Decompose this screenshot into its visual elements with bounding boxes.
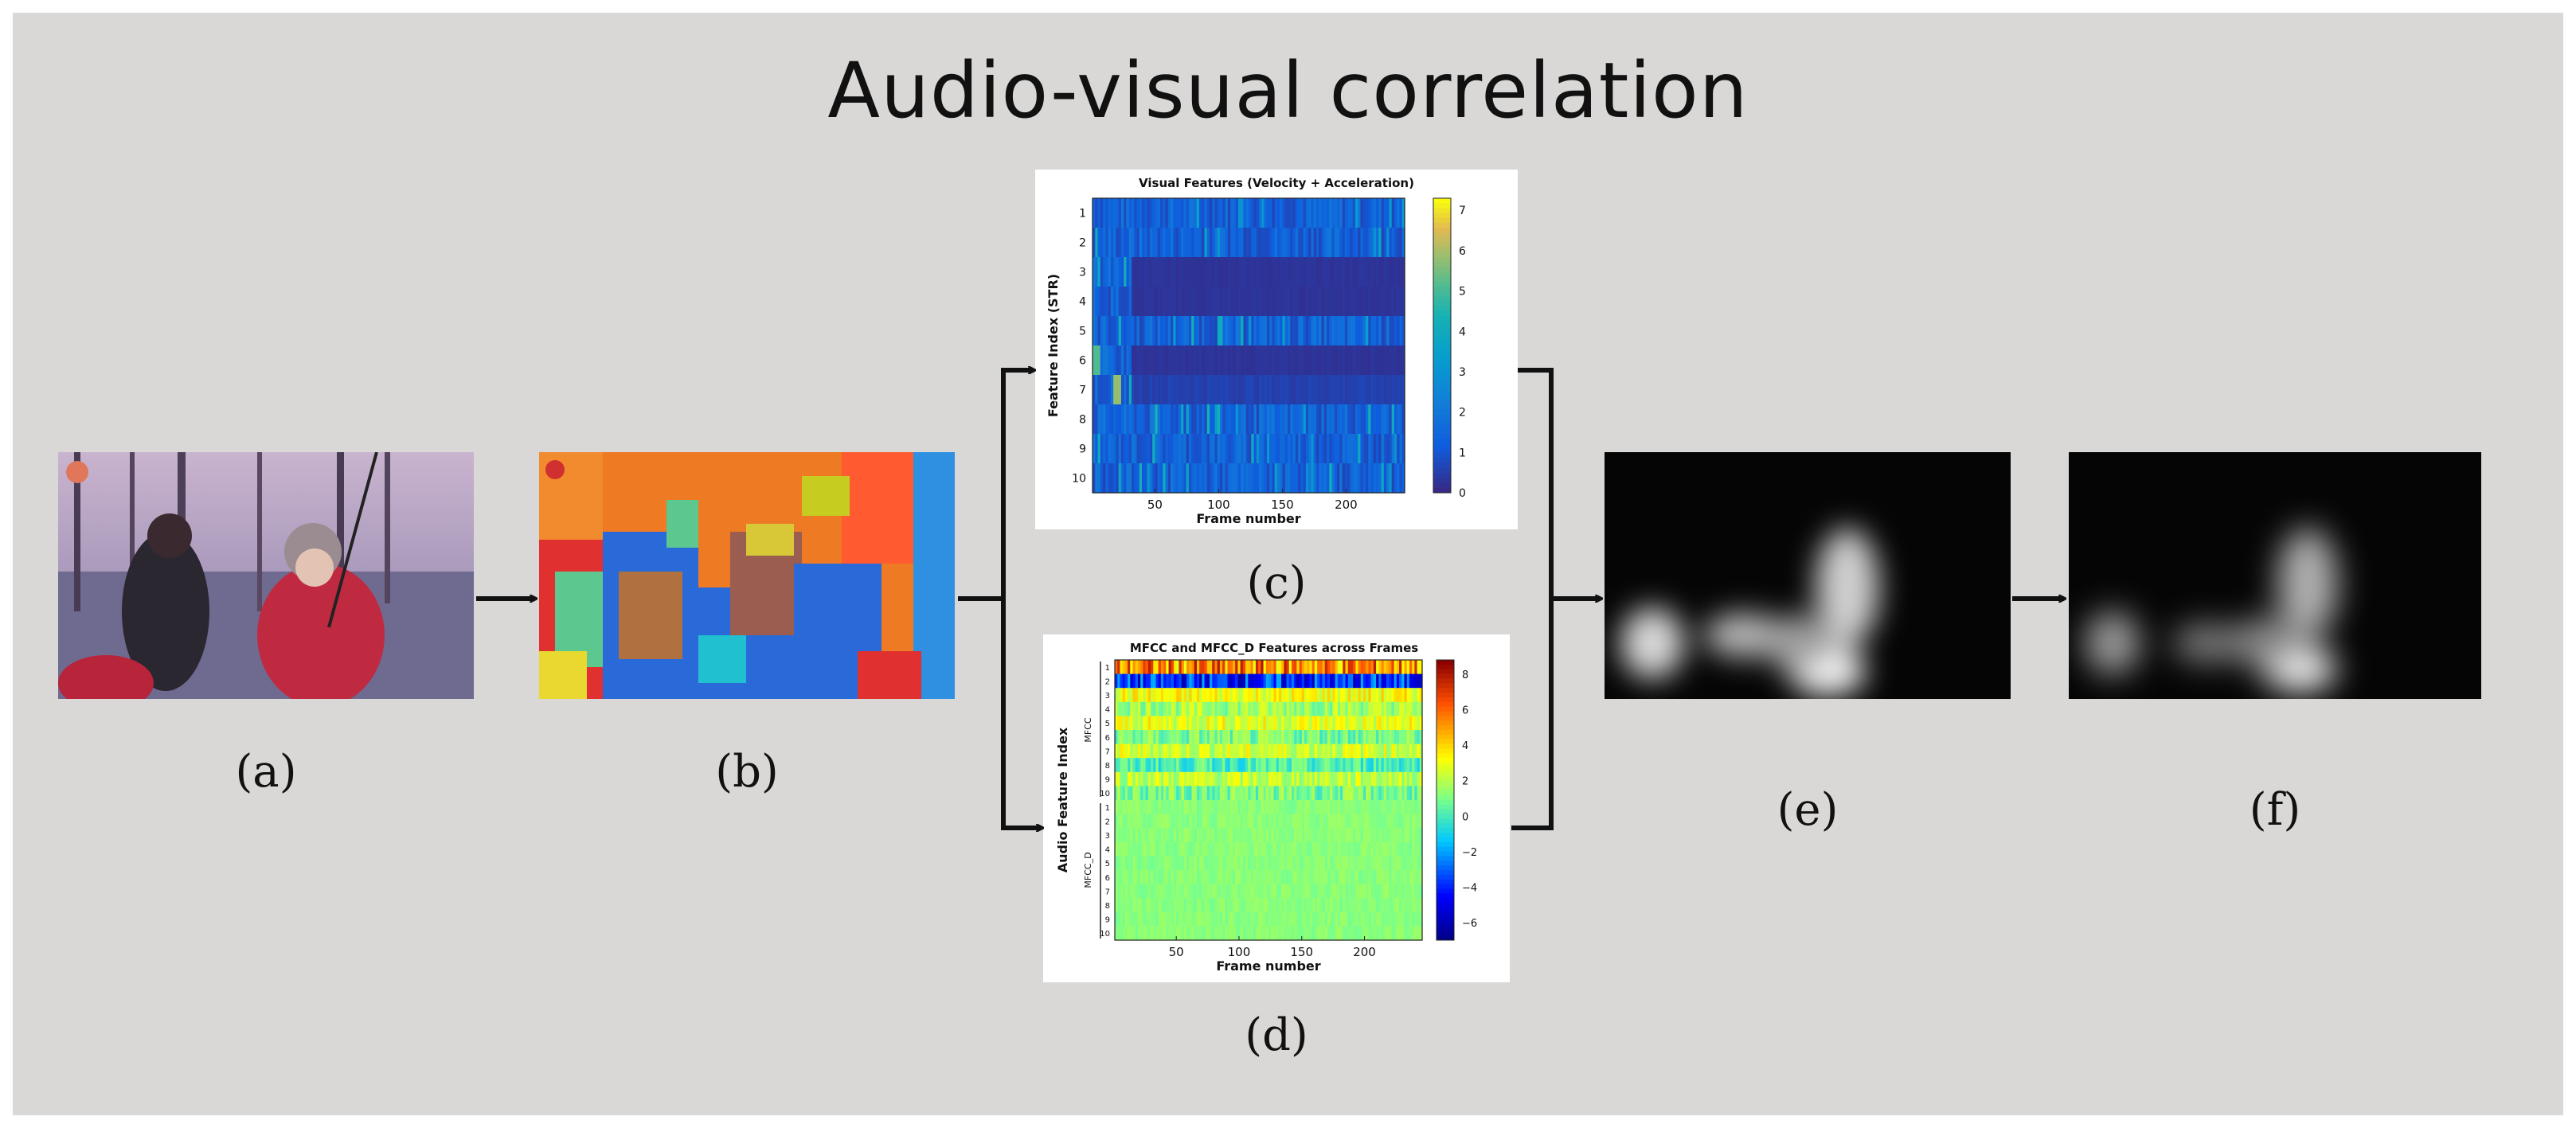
audio-y-tick: 2 bbox=[1105, 818, 1110, 826]
visual-colorbar-tick: 2 bbox=[1459, 407, 1466, 420]
visual-colorbar-tick: 7 bbox=[1459, 205, 1466, 217]
audio-y-tick: 1 bbox=[1105, 804, 1110, 813]
label-e: (e) bbox=[1777, 784, 1839, 836]
visual-x-tick: 50 bbox=[1147, 498, 1163, 512]
audio-y-tick: 3 bbox=[1105, 692, 1110, 701]
input-frame-image bbox=[58, 452, 474, 699]
audio-colorbar-tick: 8 bbox=[1462, 669, 1468, 681]
mfcc-group-label: MFCC bbox=[1083, 717, 1093, 742]
audio-y-tick: 10 bbox=[1100, 930, 1110, 939]
audio-x-tick: 150 bbox=[1290, 945, 1313, 959]
visual-x-tick: 100 bbox=[1207, 498, 1230, 512]
visual-x-tick: 200 bbox=[1335, 498, 1358, 512]
visual-plot-title: Visual Features (Velocity + Acceleration… bbox=[1139, 176, 1414, 190]
visual-y-label: Feature Index (STR) bbox=[1046, 274, 1061, 417]
audio-y-tick: 8 bbox=[1105, 902, 1110, 911]
figure-title: Audio-visual correlation bbox=[827, 46, 1749, 135]
label-b: (b) bbox=[715, 746, 779, 798]
visual-colorbar-tick: 4 bbox=[1459, 326, 1466, 338]
audio-y-tick: 4 bbox=[1105, 706, 1110, 715]
label-f: (f) bbox=[2249, 784, 2301, 836]
visual-features-plot: Visual Features (Velocity + Acceleration… bbox=[1035, 170, 1518, 529]
audio-y-tick: 7 bbox=[1105, 888, 1110, 896]
visual-y-tick: 2 bbox=[1079, 237, 1086, 250]
visual-y-tick: 9 bbox=[1079, 443, 1086, 456]
correlation-map-image bbox=[1605, 452, 2011, 699]
audio-colorbar bbox=[1437, 660, 1454, 941]
visual-colorbar-tick: 3 bbox=[1459, 366, 1466, 379]
audio-y-label: Audio Feature Index bbox=[1055, 727, 1070, 872]
segmentation-map-image bbox=[539, 452, 955, 699]
audio-x-tick: 50 bbox=[1169, 945, 1184, 959]
visual-y-tick: 1 bbox=[1079, 208, 1086, 221]
label-d: (d) bbox=[1245, 1009, 1308, 1061]
audio-y-tick: 9 bbox=[1105, 916, 1110, 925]
audio-x-label: Frame number bbox=[1216, 958, 1320, 974]
visual-heatmap-cells bbox=[1093, 198, 1405, 494]
label-a: (a) bbox=[235, 746, 297, 798]
audio-y-tick: 6 bbox=[1105, 874, 1110, 883]
audio-colorbar-tick: 4 bbox=[1462, 740, 1468, 752]
audio-y-tick: 3 bbox=[1105, 832, 1110, 841]
visual-y-tick: 10 bbox=[1072, 473, 1086, 486]
audio-y-tick: 5 bbox=[1105, 860, 1110, 868]
visual-y-tick: 6 bbox=[1079, 355, 1086, 368]
visual-colorbar-tick: 1 bbox=[1459, 447, 1466, 459]
visual-x-tick: 150 bbox=[1271, 498, 1294, 512]
visual-y-tick: 3 bbox=[1079, 267, 1086, 279]
audio-plot-title: MFCC and MFCC_D Features across Frames bbox=[1130, 641, 1418, 655]
refined-saliency-image bbox=[2069, 452, 2481, 699]
audio-y-tick: 4 bbox=[1105, 846, 1110, 855]
visual-colorbar-tick: 5 bbox=[1459, 286, 1466, 299]
audio-y-tick: 10 bbox=[1100, 790, 1110, 798]
visual-y-tick: 8 bbox=[1079, 414, 1086, 427]
audio-colorbar-tick: −4 bbox=[1462, 882, 1477, 894]
audio-y-tick: 6 bbox=[1105, 734, 1110, 743]
visual-y-tick: 5 bbox=[1079, 326, 1086, 338]
audio-colorbar-tick: 6 bbox=[1462, 705, 1468, 717]
audio-y-tick: 8 bbox=[1105, 762, 1110, 771]
audio-colorbar-tick: 2 bbox=[1462, 776, 1468, 788]
audio-colorbar-tick: 0 bbox=[1462, 811, 1468, 823]
audio-y-tick: 1 bbox=[1105, 664, 1110, 673]
audio-features-plot: MFCC and MFCC_D Features across Frames 1 2… bbox=[1043, 634, 1510, 982]
audio-colorbar-tick: −2 bbox=[1462, 847, 1477, 859]
visual-colorbar bbox=[1433, 198, 1451, 494]
visual-y-tick: 4 bbox=[1079, 296, 1086, 309]
label-c: (c) bbox=[1246, 557, 1307, 609]
audio-y-tick: 7 bbox=[1105, 747, 1110, 756]
audio-y-tick: 2 bbox=[1105, 677, 1110, 686]
visual-x-label: Frame number bbox=[1196, 511, 1300, 526]
audio-x-tick: 100 bbox=[1228, 945, 1251, 959]
visual-colorbar-tick: 0 bbox=[1459, 487, 1466, 500]
audio-colorbar-tick: −6 bbox=[1462, 918, 1477, 930]
audio-y-tick: 5 bbox=[1105, 720, 1110, 728]
visual-y-tick: 7 bbox=[1079, 384, 1086, 397]
audio-heatmap-cells bbox=[1115, 660, 1423, 941]
mfcc-d-group-label: MFCC_D bbox=[1083, 852, 1093, 888]
audio-y-tick: 9 bbox=[1105, 776, 1110, 785]
visual-colorbar-tick: 6 bbox=[1459, 245, 1466, 258]
audio-x-tick: 200 bbox=[1353, 945, 1376, 959]
